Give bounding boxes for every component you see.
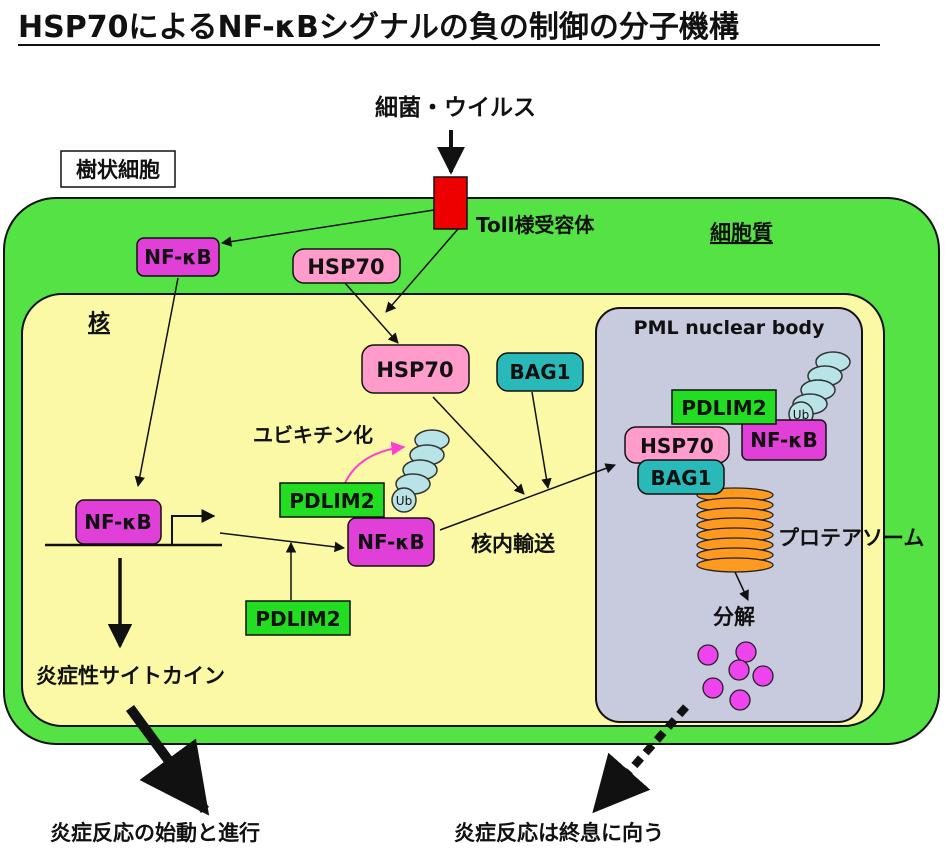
nfkb-pml: NF-κB	[741, 419, 827, 461]
molecule-label: PDLIM2	[289, 489, 374, 513]
ubiquitination-arrow	[344, 441, 406, 484]
molecule-label: NF-κB	[750, 428, 818, 452]
cytoplasm-label: 細胞質	[710, 221, 773, 245]
pdlim2-induced: PDLIM2	[245, 600, 351, 636]
molecule-box	[361, 344, 470, 394]
molecule-box	[136, 237, 220, 277]
pdlim2-ubiquitin-ligase: PDLIM2	[279, 482, 385, 518]
nuclear-transport-label: 核内輸送	[471, 532, 556, 556]
molecule-box	[292, 248, 401, 284]
fragment-dot	[735, 641, 757, 663]
pathogen-label: 細菌・ウイルス	[375, 95, 536, 121]
molecule-label: PDLIM2	[255, 607, 340, 631]
tlr-receptor	[433, 176, 468, 230]
page-title: HSP70によるNF-κBシグナルの負の制御の分子機構	[18, 10, 739, 45]
ubiquitin-unit	[391, 487, 417, 513]
degradation-arrow	[734, 571, 749, 601]
hsp70-pml: HSP70	[624, 426, 730, 464]
molecule-label: HSP70	[376, 358, 453, 382]
bag1-pml: BAG1	[637, 459, 725, 495]
molecule-label: BAG1	[650, 466, 711, 490]
molecule-label: PDLIM2	[681, 396, 766, 420]
inflammation-start-label: 炎症反応の始動と進行	[50, 821, 260, 845]
molecule-box	[347, 517, 435, 567]
inflammation-end-label: 炎症反応は終息に向う	[454, 821, 664, 845]
inflammation-end-arrow	[592, 704, 689, 814]
fragment-dot	[728, 659, 750, 681]
molecule-label: NF-κB	[357, 530, 425, 554]
cell-type-label: 樹状細胞	[76, 158, 160, 182]
nfkb-promoter: NF-κB	[75, 499, 162, 545]
degradation-label: 分解	[713, 605, 755, 629]
fragment-dot	[729, 689, 751, 711]
molecule-box	[279, 482, 385, 518]
degraded-fragments	[697, 641, 774, 711]
molecule-label: NF-κB	[144, 245, 212, 269]
hsp70-transport-arrow	[432, 396, 525, 495]
molecule-label: BAG1	[509, 360, 570, 384]
ubiquitin-chain-1: Ub	[391, 429, 450, 513]
fragment-dot	[697, 644, 719, 666]
hsp70-nucleus: HSP70	[361, 344, 470, 394]
nfkb-ubiquitinated: NF-κB	[347, 517, 435, 567]
cell-type-box	[60, 150, 176, 188]
ub-label: Ub	[396, 494, 412, 508]
proteasome-ring	[696, 557, 774, 573]
molecule-label: HSP70	[640, 434, 714, 458]
molecule-box	[75, 499, 162, 545]
molecule-box	[245, 600, 351, 636]
ubiquitination-label: ユビキチン化	[253, 423, 373, 447]
nucleus-label: 核	[88, 310, 110, 336]
fragment-dot	[752, 665, 774, 687]
molecule-label: NF-κB	[84, 510, 152, 534]
molecule-box	[496, 352, 584, 392]
inflammation-start-arrow	[125, 705, 210, 816]
molecule-box	[741, 419, 827, 461]
tlr-to-nfkb-arrow	[220, 209, 435, 247]
proteasome-label: プロテアソーム	[778, 526, 924, 550]
tlr-to-hsp70-arrow	[385, 228, 459, 313]
bag1-nucleus: BAG1	[496, 352, 584, 392]
molecule-label: HSP70	[307, 255, 384, 279]
transport-to-pml-arrow	[439, 463, 616, 531]
transcription-arrow	[171, 509, 216, 545]
molecule-box	[637, 459, 725, 495]
ub-label: Ub	[793, 408, 809, 422]
expression-to-nfkb-arrow	[219, 532, 346, 553]
bag1-transport-arrow	[531, 391, 552, 490]
hsp70-cytoplasm: HSP70	[292, 248, 401, 284]
fragment-dot	[702, 677, 724, 699]
nfkb-to-nucleus-arrow	[134, 277, 179, 488]
proteasome	[696, 487, 774, 573]
hsp70-import-arrow	[344, 282, 399, 344]
cytokine-label: 炎症性サイトカイン	[36, 664, 225, 688]
pdlim2-pml: PDLIM2	[671, 389, 777, 425]
molecule-box	[671, 389, 777, 425]
tlr-label: Toll様受容体	[476, 213, 595, 237]
pml-label: PML nuclear body	[634, 317, 825, 339]
nfkb-cytoplasm: NF-κB	[136, 237, 220, 277]
